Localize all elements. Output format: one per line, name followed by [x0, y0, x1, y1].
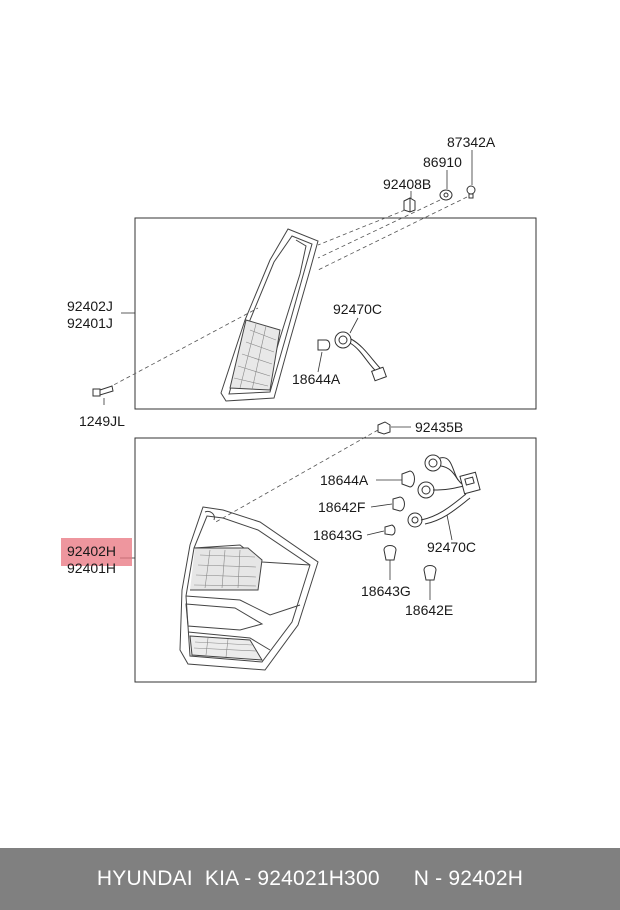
bulb-18644a-lower-icon — [401, 470, 415, 488]
part-number-footer: HYUNDAI KIA - 924021H300 N - 92402H — [0, 848, 620, 910]
grommet-92435b-icon — [377, 421, 391, 435]
label-92401j: 92401J — [67, 315, 113, 331]
bulb-18644a-upper-icon — [317, 339, 331, 351]
bulb-18643g-b-icon — [383, 545, 397, 561]
harness-92470c-icon — [407, 454, 481, 528]
label-18643g-b: 18643G — [361, 583, 411, 599]
label-18642e: 18642E — [405, 602, 453, 618]
label-92402j: 92402J — [67, 298, 113, 314]
part-highlight — [61, 538, 132, 566]
label-92402h: 92402H — [67, 543, 116, 559]
tail-lamp-lower-icon — [179, 506, 319, 671]
label-92470c-upper: 92470C — [333, 301, 382, 317]
label-18642f: 18642F — [318, 499, 365, 515]
bulb-18642f-icon — [392, 496, 405, 512]
socket-92470c-icon — [334, 331, 387, 382]
nut-86910-icon — [439, 189, 453, 201]
bulb-18643g-a-icon — [384, 524, 396, 536]
label-86910: 86910 — [423, 154, 462, 170]
label-92435b: 92435B — [415, 419, 463, 435]
grommet-92408b-icon — [403, 197, 416, 213]
tail-lamp-upper-icon — [220, 228, 319, 402]
label-18644a-upper: 18644A — [292, 371, 341, 387]
label-92408b: 92408B — [383, 176, 431, 192]
label-18643g-a: 18643G — [313, 527, 363, 543]
bulb-18642e-icon — [423, 565, 437, 581]
label-1249jl: 1249JL — [79, 413, 125, 429]
upper-assembly-box — [134, 217, 537, 410]
label-18644a-lower: 18644A — [320, 472, 369, 488]
footer-brand-part: HYUNDAI KIA - 924021H300 — [96, 867, 380, 890]
label-92401h: 92401H — [67, 560, 116, 576]
footer-reference: N - 92402H — [413, 867, 524, 890]
parts-diagram: 87342A 86910 92408B 92402J 92401J 92470C… — [61, 134, 537, 683]
lower-assembly-box — [134, 437, 537, 683]
label-87342a: 87342A — [447, 134, 496, 150]
screw-1249jl-icon — [92, 385, 114, 397]
clip-87342a-icon — [466, 185, 476, 199]
label-92470c-lower: 92470C — [427, 539, 476, 555]
